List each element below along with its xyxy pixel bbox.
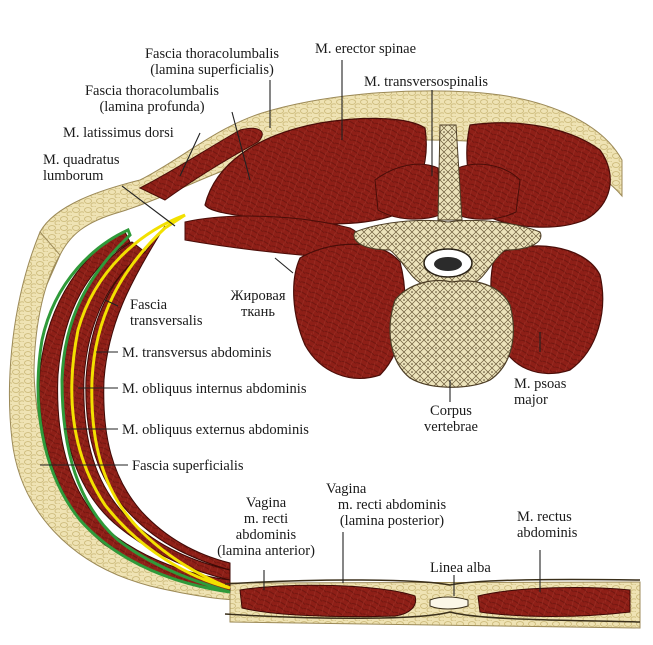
linea-alba (429, 596, 469, 610)
spinous-process (437, 124, 463, 221)
rectus-sheath-lamina-anterior (224, 578, 641, 623)
label-line: (lamina posterior) (339, 513, 445, 529)
label-line: M. quadratus (43, 152, 120, 168)
label-line: Fascia (130, 297, 168, 313)
transversospinalis-right (457, 163, 521, 220)
label-line: lumborum (43, 168, 104, 184)
label-line: transversalis (130, 313, 203, 329)
label-erector-spinae: M. erector spinae (315, 41, 417, 57)
label-line: major (514, 392, 548, 408)
label-line: Vagina (245, 495, 287, 511)
label-obliquus-internus: M. obliquus internus abdominis (122, 381, 307, 397)
label-corpus-vertebrae: Corpus vertebrae (412, 403, 490, 435)
rectus-abdominis-left (239, 584, 417, 618)
label-line: m. recti abdominis (337, 497, 447, 513)
yellow-outline-annotation (70, 213, 231, 590)
label-transversospinalis: M. transversospinalis (364, 74, 489, 90)
label-line: Corpus (430, 403, 472, 419)
rectus-abdominis-right (477, 587, 631, 617)
label-line: ткань (241, 304, 275, 320)
vertebral-body (389, 279, 514, 388)
label-psoas-major: M. psoas major (514, 376, 566, 408)
label-linea-alba: Linea alba (430, 560, 491, 576)
green-outline-annotation (36, 227, 231, 594)
label-quadratus-lumborum: M. quadratus lumborum (43, 152, 120, 184)
label-line: abdominis (517, 525, 578, 541)
label-line: m. recti (243, 511, 289, 527)
label-line: Fascia thoracolumbalis (84, 83, 220, 99)
label-line: (lamina profunda) (99, 99, 205, 115)
label-line: (lamina anterior) (217, 543, 315, 559)
label-rectus-abdominis: M. rectus abdominis (517, 509, 577, 541)
label-fascia-thoracolumbalis-profunda: Fascia thoracolumbalis (lamina profunda) (67, 83, 237, 115)
label-obliquus-externus: M. obliquus externus abdominis (122, 422, 309, 438)
label-vagina-lamina-anterior: Vagina m. recti abdominis (lamina anteri… (196, 495, 336, 559)
label-line: Жировая (230, 288, 286, 304)
spinal-cord (434, 257, 462, 271)
label-line: Vagina (326, 481, 367, 497)
label-vagina-lamina-posterior: Vagina m. recti abdominis (lamina poster… (312, 481, 472, 529)
label-transversus-abdominis: M. transversus abdominis (122, 345, 272, 361)
label-fascia-thoracolumbalis-superficialis: Fascia thoracolumbalis (lamina superfici… (128, 46, 296, 78)
label-line: Fascia thoracolumbalis (144, 46, 280, 62)
label-fascia-transversalis: Fascia transversalis (130, 297, 202, 329)
label-fascia-superficialis: Fascia superficialis (132, 458, 244, 474)
label-line: abdominis (235, 527, 297, 543)
label-line: M. rectus (517, 509, 572, 525)
label-line: M. psoas (514, 376, 567, 392)
transversus-abdominis-muscle (85, 225, 231, 571)
label-adipose-tissue: Жировая ткань (210, 288, 306, 320)
label-line: vertebrae (424, 419, 478, 435)
label-line: (lamina superficialis) (150, 62, 274, 78)
psoas-major-left (293, 243, 406, 379)
label-latissimus-dorsi: M. latissimus dorsi (63, 125, 174, 141)
leader-lines (40, 60, 541, 596)
